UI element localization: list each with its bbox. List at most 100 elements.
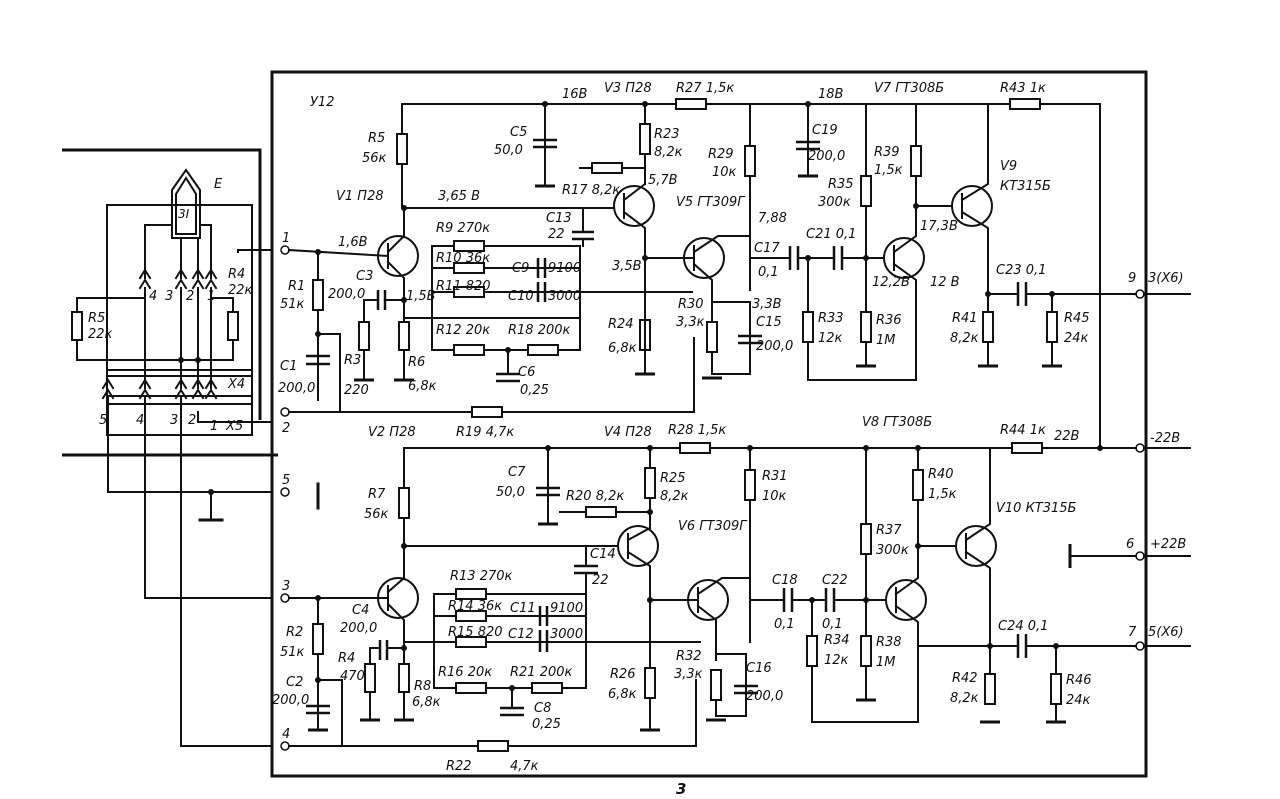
- resistor-r9: [453, 240, 485, 252]
- resistor-value: 51к: [280, 645, 305, 660]
- resistor-value: 8,2к: [660, 489, 689, 504]
- resistor-label: R17 8,2к: [562, 183, 620, 198]
- pin-label: 3: [282, 579, 290, 594]
- resistor-value: 1,5к: [874, 163, 903, 178]
- resistor-label: R12 20к: [436, 323, 490, 338]
- transistor-label: V2 П28: [368, 425, 416, 440]
- capacitor-value: 50,0: [496, 485, 525, 500]
- resistor-r16: [455, 682, 487, 694]
- resistor-label: R7: [368, 487, 386, 502]
- capacitor-label: C3: [356, 269, 373, 284]
- resistor-label: R26: [610, 667, 636, 682]
- resistor-value: 10к: [712, 165, 737, 180]
- resistor-r7: [398, 487, 410, 519]
- resistor-label: R15 820: [448, 625, 503, 640]
- capacitor-value: 0,1: [758, 265, 779, 280]
- upper-channel: R27 1,5к R43 1к 16В 18В V3 П28 V7 ГТ308Б…: [278, 81, 1137, 449]
- resistor-label: R45: [1064, 311, 1090, 326]
- resistor-r31: [744, 469, 756, 501]
- resistor-r3: [358, 321, 370, 351]
- resistor-value: 1,5к: [928, 487, 957, 502]
- resistor-r34: [806, 635, 818, 667]
- capacitor-value: 0,1: [822, 617, 843, 632]
- voltage-label: 12 В: [930, 275, 960, 290]
- resistor-value: 6,8к: [412, 695, 441, 710]
- pin-label: 5: [282, 473, 290, 488]
- capacitor-value: 200,0: [808, 149, 845, 164]
- resistor-label: R39: [874, 145, 900, 160]
- capacitor-label: C14: [590, 547, 616, 562]
- capacitor-value: 22: [592, 573, 609, 588]
- voltage-label: 3,65 В: [438, 189, 480, 204]
- pin-label: 7: [1128, 625, 1137, 640]
- resistor-r37: [860, 523, 872, 555]
- capacitor-value: 0,25: [520, 383, 549, 398]
- block-frame: [270, 70, 1148, 778]
- figure-number: 3: [676, 780, 686, 798]
- resistor-value: 12к: [824, 653, 849, 668]
- voltage-label: 7,88: [758, 211, 787, 226]
- resistor-r2: [312, 623, 324, 655]
- resistor-value: 300к: [818, 195, 851, 210]
- resistor-label: R6: [408, 355, 425, 370]
- voltage-label: 17,3В: [920, 219, 958, 234]
- resistor-r22: [477, 740, 509, 752]
- resistor-label: R44 1к: [1000, 423, 1046, 438]
- resistor-value: 12к: [818, 331, 843, 346]
- resistor-r6: [398, 321, 410, 351]
- capacitor-label: C11: [510, 601, 536, 616]
- resistor-value: 10к: [762, 489, 787, 504]
- block-pins-left: 1 2 5 3 4: [280, 231, 290, 751]
- resistor-value: 22к: [228, 283, 253, 298]
- resistor-label: R5: [88, 311, 105, 326]
- capacitor-label: C13: [546, 211, 572, 226]
- resistor-label: R37: [876, 523, 902, 538]
- resistor-r14: [455, 610, 487, 622]
- supply-label: -22В: [1150, 431, 1180, 446]
- capacitor-value: 200,0: [272, 693, 309, 708]
- pin-label: 2: [282, 421, 290, 436]
- capacitor-label: C1: [280, 359, 297, 374]
- transistor-label: V4 П28: [604, 425, 652, 440]
- capacitor-label: C17: [754, 241, 780, 256]
- capacitor-label: C24 0,1: [998, 619, 1048, 634]
- capacitor-value: 200,0: [328, 287, 365, 302]
- resistor-value: 8,2к: [654, 145, 683, 160]
- capacitor-label: C18: [772, 573, 798, 588]
- transistor-label: V9: [1000, 159, 1017, 174]
- capacitor-label: C23 0,1: [996, 263, 1046, 278]
- capacitor-label: C15: [756, 315, 782, 330]
- capacitor-value: 22: [548, 227, 565, 242]
- resistor-label: R31: [762, 469, 788, 484]
- resistor-r39: [910, 145, 922, 177]
- transistor-v9: [951, 185, 993, 227]
- transistor-label: V6 ГТ309Г: [678, 519, 748, 534]
- capacitor-label: C8: [534, 701, 551, 716]
- resistor-value: 1М: [876, 333, 896, 348]
- resistor-r41: [982, 311, 994, 343]
- resistor-label: R4: [338, 651, 355, 666]
- resistor-value: 56к: [362, 151, 387, 166]
- resistor-r19: [471, 406, 503, 418]
- supply-label: 18В: [818, 87, 844, 102]
- capacitor-label: C10: [508, 289, 534, 304]
- resistor-r45: [1046, 311, 1058, 343]
- resistor-label: R34: [824, 633, 850, 648]
- resistor-r12: [453, 344, 485, 356]
- resistor-label: R22: [446, 759, 472, 774]
- resistor-r8: [398, 663, 410, 693]
- pin-label: 9: [1128, 271, 1136, 286]
- pin-label: 6: [1126, 537, 1134, 552]
- resistor-value: 220: [344, 383, 369, 398]
- resistor-label: R4: [228, 267, 245, 282]
- capacitor-value: 50,0: [494, 143, 523, 158]
- resistor-label: R9 270к: [436, 221, 490, 236]
- output-label: 3(Х6): [1148, 271, 1184, 286]
- resistor-label: R13 270к: [450, 569, 513, 584]
- resistor-label: R40: [928, 467, 954, 482]
- resistor-r40: [912, 469, 924, 501]
- resistor-r30: [706, 321, 718, 353]
- capacitor-label: C16: [746, 661, 772, 676]
- resistor-label: R36: [876, 313, 902, 328]
